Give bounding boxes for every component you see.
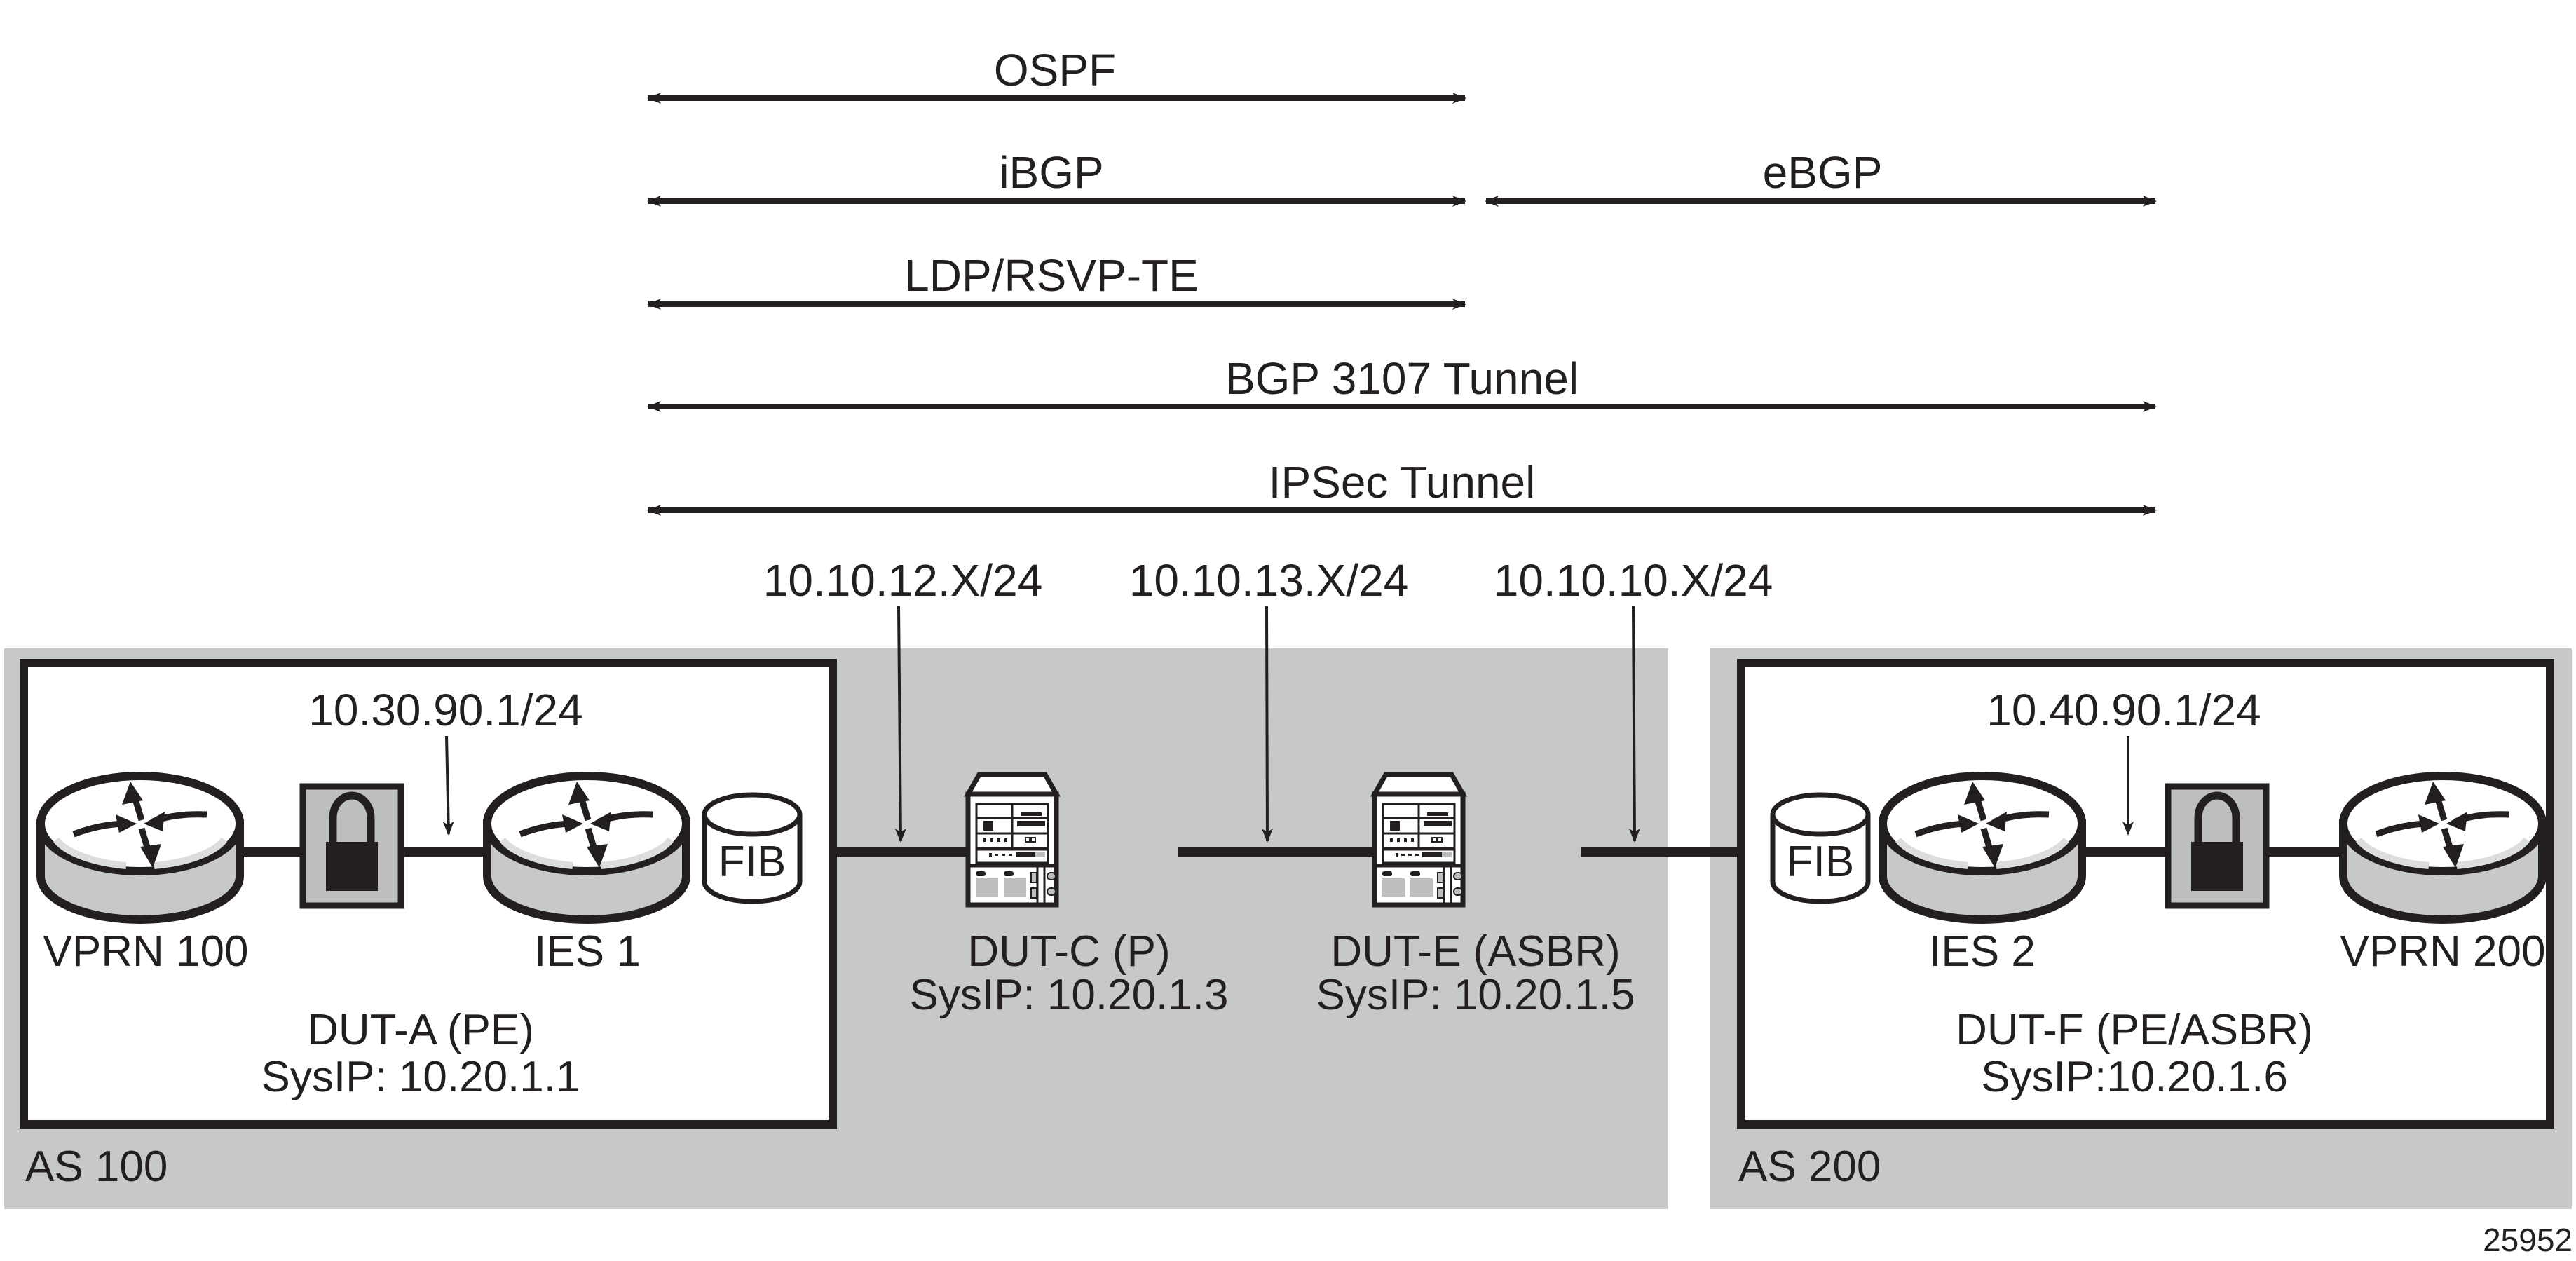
vprn200-router-icon[interactable] xyxy=(2343,776,2542,920)
subnet-label-13: 10.10.13.X/24 xyxy=(1129,555,1409,606)
subnet-label-10: 10.10.10.X/24 xyxy=(1494,555,1773,606)
dut-c-name: DUT-C (P) xyxy=(967,927,1170,976)
ipsec-label: IPSec Tunnel xyxy=(1269,457,1536,507)
dut-a-sysip: SysIP: 10.20.1.1 xyxy=(261,1053,580,1101)
vprn100-router-icon[interactable] xyxy=(41,776,240,920)
ies2-router-icon[interactable] xyxy=(1883,776,2082,920)
ies1-label: IES 1 xyxy=(534,927,641,976)
dut-c-sysip: SysIP: 10.20.1.3 xyxy=(910,971,1229,1019)
dut-c-chassis-icon[interactable] xyxy=(968,775,1056,905)
dut-a-lock-icon xyxy=(303,786,401,906)
bgp3107-label: BGP 3107 Tunnel xyxy=(1225,353,1579,404)
dut-a-name: DUT-A (PE) xyxy=(307,1006,534,1054)
subnet-pointer-10 xyxy=(1628,606,1640,843)
dut-f-lock-icon xyxy=(2168,786,2266,906)
dut-f-name: DUT-F (PE/ASBR) xyxy=(1956,1006,2313,1054)
subnet-pointer-12 xyxy=(894,606,906,843)
ies1-router-icon[interactable] xyxy=(487,776,686,920)
dut-a-interface-pointer xyxy=(442,735,454,836)
ebgp-label: eBGP xyxy=(1763,147,1883,198)
dut-f-fib-label: FIB xyxy=(1787,838,1854,886)
dut-e-chassis-icon[interactable] xyxy=(1375,775,1463,905)
subnet-pointers xyxy=(894,606,1640,843)
dut-f-sysip: SysIP:10.20.1.6 xyxy=(1981,1053,2288,1101)
dut-e-sysip: SysIP: 10.20.1.5 xyxy=(1316,971,1635,1019)
subnet-label-12: 10.10.12.X/24 xyxy=(763,555,1043,606)
as100-label: AS 100 xyxy=(25,1143,168,1191)
dut-e-name: DUT-E (ASBR) xyxy=(1330,927,1620,976)
ldp-rsvp-label: LDP/RSVP-TE xyxy=(904,250,1199,301)
dut-a-fib-label: FIB xyxy=(718,838,786,886)
vprn100-label: VPRN 100 xyxy=(43,927,249,976)
vprn200-label: VPRN 200 xyxy=(2340,927,2546,976)
ospf-label: OSPF xyxy=(994,45,1116,95)
ies2-label: IES 2 xyxy=(1929,927,2036,976)
ibgp-label: iBGP xyxy=(999,147,1103,198)
dut-f-interface-label: 10.40.90.1/24 xyxy=(1986,685,2261,735)
dut-a-interface-label: 10.30.90.1/24 xyxy=(308,685,582,735)
protocol-arrows xyxy=(647,93,2157,516)
figure-id: 25952 xyxy=(2483,1222,2572,1258)
as200-label: AS 200 xyxy=(1738,1143,1881,1191)
